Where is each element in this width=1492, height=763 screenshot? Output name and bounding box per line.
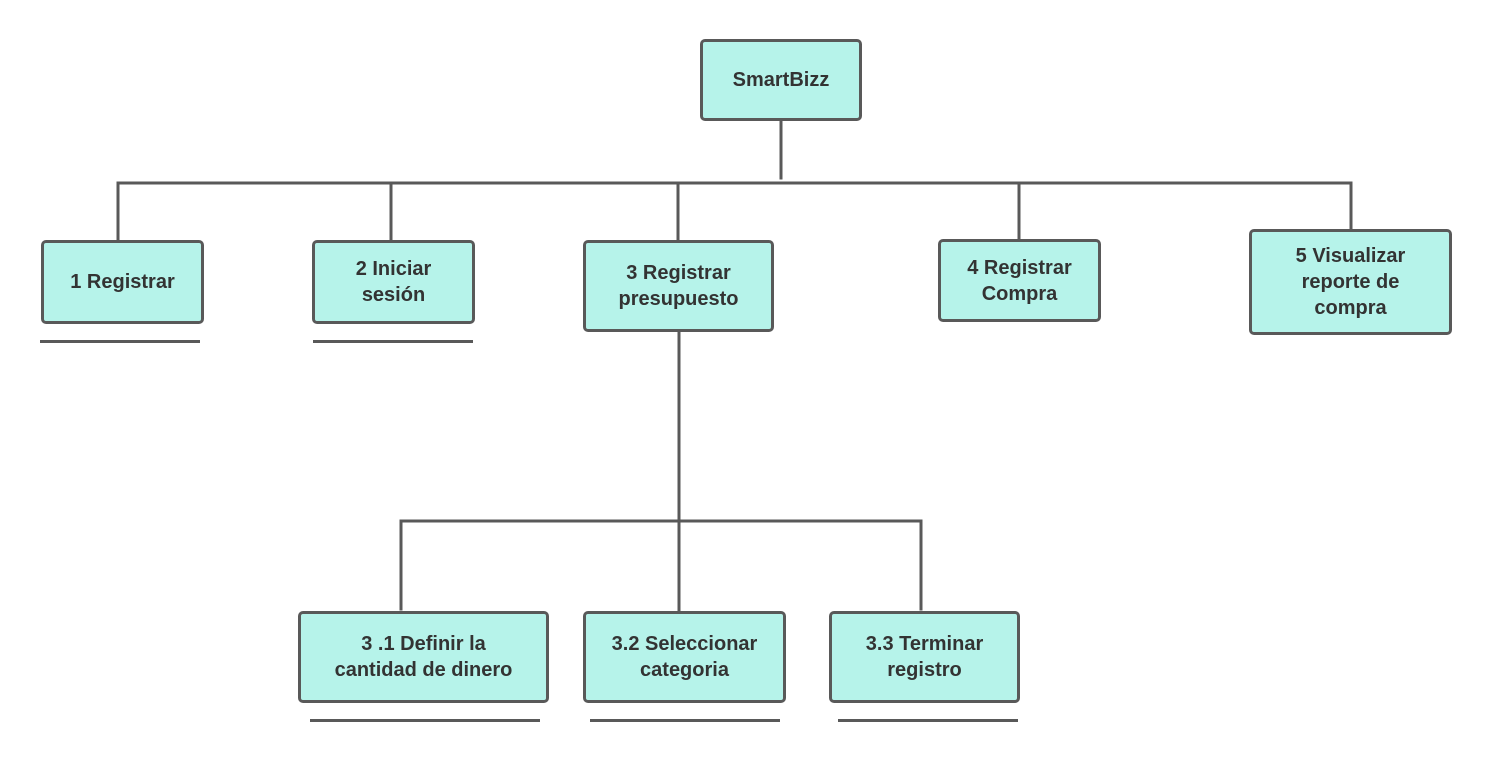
node-5-visualizar-reporte: 5 Visualizar reporte de compra (1249, 229, 1452, 335)
node-3-3-terminar-registro: 3.3 Terminar registro (829, 611, 1020, 703)
underline-node-3-2 (590, 719, 780, 722)
node-3-2-seleccionar-categoria: 3.2 Seleccionar categoria (583, 611, 786, 703)
underline-node-3-1 (310, 719, 540, 722)
node-3-label: 3 Registrar presupuesto (618, 262, 739, 310)
node-4-registrar-compra: 4 Registrar Compra (938, 239, 1101, 322)
node-2-label: 2 Iniciar sesión (355, 258, 432, 306)
node-3-3-label: 3.3 Terminar registro (865, 633, 984, 681)
underline-node-3-3 (838, 719, 1018, 722)
node-4-label: 4 Registrar Compra (967, 256, 1072, 305)
node-3-1-definir-cantidad: 3 .1 Definir la cantidad de dinero (298, 611, 549, 703)
node-3-registrar-presupuesto: 3 Registrar presupuesto (583, 240, 774, 332)
node-smartbizz-label: SmartBizz (732, 69, 830, 91)
node-1-label: 1 Registrar (70, 271, 175, 293)
node-5-label: 5 Visualizar reporte de compra (1295, 245, 1406, 319)
underline-node-1 (40, 340, 200, 343)
node-2-iniciar-sesion: 2 Iniciar sesión (312, 240, 475, 324)
node-smartbizz: SmartBizz (700, 39, 862, 121)
node-3-2-label: 3.2 Seleccionar categoria (611, 633, 758, 681)
node-1-registrar: 1 Registrar (41, 240, 204, 324)
node-3-1-label: 3 .1 Definir la cantidad de dinero (334, 633, 513, 681)
underline-node-2 (313, 340, 473, 343)
